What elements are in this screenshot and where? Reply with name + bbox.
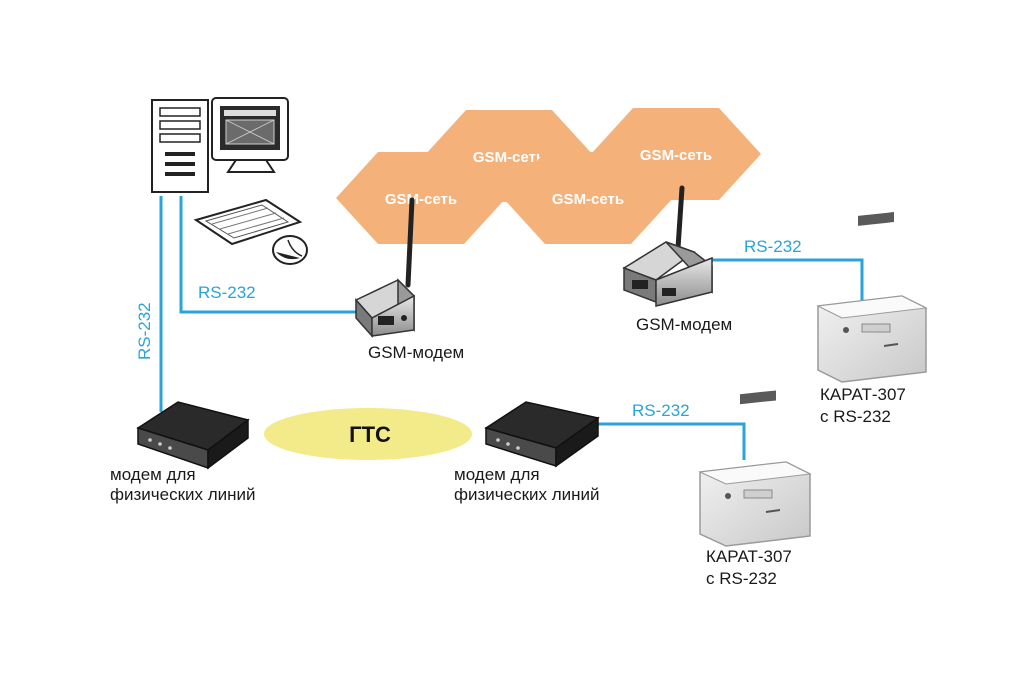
gsm-cell: GSM-сеть: [591, 108, 761, 200]
line-modem-label-right-line2: физических линий: [454, 485, 600, 504]
gsm-modem-label-left: GSM-модем: [368, 343, 464, 362]
gsm-cell-label: GSM-сеть: [473, 149, 545, 166]
meter-label-bottom-line1: КАРАТ-307: [706, 547, 792, 566]
karat-meter-icon: [698, 390, 812, 547]
link-label-gsm-meter: RS-232: [744, 237, 802, 256]
gsm-cell-hexagon: [591, 108, 761, 200]
meter-label-top-line1: КАРАТ-307: [820, 385, 906, 404]
pstn-cloud: ГТС: [264, 408, 472, 460]
gsm-cell-label: GSM-сеть: [385, 191, 457, 208]
gsm-modem-icon: [354, 197, 416, 338]
link-label-pc-line: RS-232: [135, 302, 154, 360]
meter-label-bottom-line2: с RS-232: [706, 569, 777, 588]
link-line-modem-to-meter: [598, 422, 746, 460]
line-modem-icon: [136, 401, 250, 470]
line-modem-icon: [484, 401, 600, 468]
pstn-ellipse: [264, 408, 472, 460]
gsm-modem-label-right: GSM-модем: [636, 315, 732, 334]
link-pc-to-gsm-modem: [179, 196, 362, 314]
gsm-cell-label: GSM-сеть: [552, 191, 624, 208]
gsm-cell-label: GSM-сеть: [640, 147, 712, 164]
pstn-label: ГТС: [349, 422, 391, 447]
meter-label-top-line2: с RS-232: [820, 407, 891, 426]
link-label-line-meter: RS-232: [632, 401, 690, 420]
link-label-pc-gsm: RS-232: [198, 283, 256, 302]
link-gsm-modem-to-meter: [712, 258, 864, 302]
line-modem-label-left-line2: физических линий: [110, 485, 256, 504]
line-modem-label-left-line1: модем для: [110, 465, 196, 484]
keyboard-mouse-icon: [193, 198, 308, 265]
line-modem-label-right-line1: модем для: [454, 465, 540, 484]
gsm-modem-icon: [622, 185, 713, 307]
karat-meter-icon: [816, 212, 928, 383]
server-computer-icon: [151, 97, 289, 193]
